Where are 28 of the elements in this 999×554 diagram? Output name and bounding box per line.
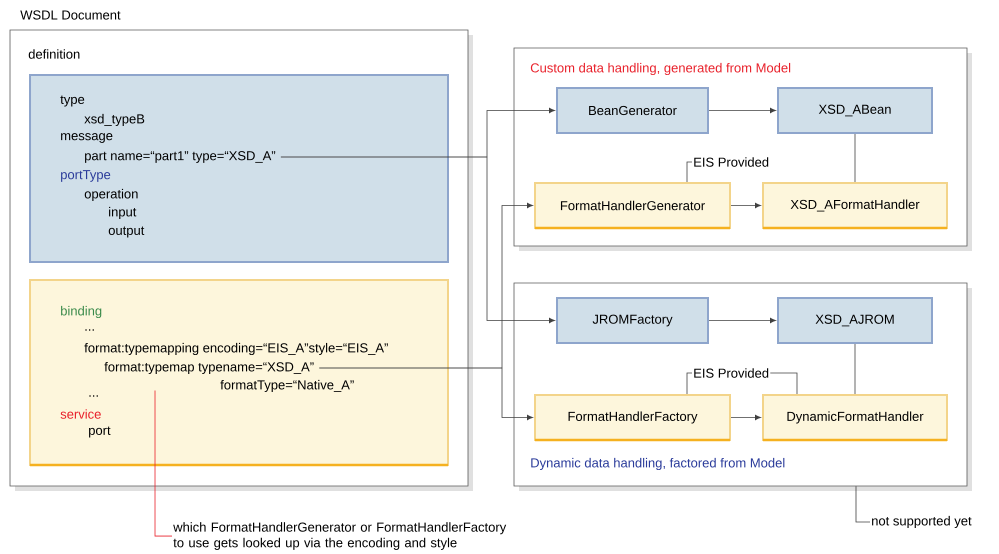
note-text: EIS Provided: [694, 157, 768, 167]
class-box: XSD_ABean: [777, 87, 933, 134]
class-box: XSD_AJROM: [777, 297, 933, 344]
leader-line: [154, 390, 172, 536]
code-box: type xsd_typeB message part name=“part1” type=“XSD_A” portType operation input output: [29, 74, 449, 263]
code-box: binding ... format:typemapping encoding=“EIS_A”style=“EIS_A” format:typemap typename=“XSD_A” formatType=“Native_A” ... service port: [29, 279, 449, 466]
class-box: FormatHandlerFactory: [534, 394, 731, 442]
class-box: JROMFactory: [556, 297, 709, 344]
connector-line: [854, 134, 856, 182]
node-label: WSDL Document: [20, 10, 121, 20]
arrow: [318, 368, 533, 420]
leader-line: [686, 372, 692, 394]
arrow: [730, 202, 761, 208]
note-text: which FormatHandlerGenerator or FormatHandlerFactory to use gets looked up via the encoding and style: [173, 522, 506, 550]
class-box: DynamicFormatHandler: [762, 394, 948, 442]
leader-line: [770, 372, 798, 394]
note-text: not supported yet: [872, 516, 972, 528]
arrow: [730, 414, 761, 420]
class-box: BeanGenerator: [556, 87, 709, 134]
arrow: [708, 108, 776, 114]
connector-line: [854, 344, 856, 394]
leader-line: [686, 162, 692, 182]
arrow: [708, 318, 776, 324]
class-box: FormatHandlerGenerator: [534, 182, 731, 230]
note-text: EIS Provided: [694, 368, 768, 378]
arrow: [280, 156, 555, 324]
leader-line: [856, 486, 870, 522]
class-box: XSD_AFormatHandler: [762, 182, 948, 230]
